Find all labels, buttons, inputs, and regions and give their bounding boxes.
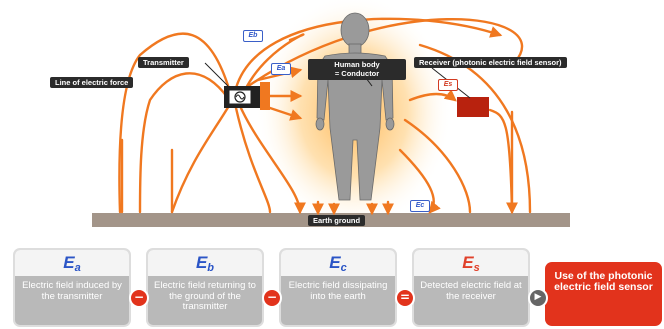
panel-es-symbol: Es xyxy=(414,250,528,276)
panel-es-text: Detected electric field at the receiver xyxy=(420,280,522,302)
field-line-receiver-loop xyxy=(488,108,514,214)
panel-ec: Ec Electric field dissipating into the e… xyxy=(279,248,397,327)
field-line-left-3 xyxy=(170,102,232,214)
human-body-figure xyxy=(315,12,395,201)
panel-ec-text: Electric field dissipating into the eart… xyxy=(288,280,388,302)
receiver-box xyxy=(457,97,489,117)
field-line-left-2 xyxy=(138,72,230,214)
field-diagram xyxy=(92,0,570,230)
badge-es: Es xyxy=(438,79,458,91)
field-line-right-outer xyxy=(418,43,532,214)
panel-es: Es Detected electric field at the receiv… xyxy=(412,248,530,327)
field-line-lower-2 xyxy=(234,106,272,214)
label-transmitter: Transmitter xyxy=(138,57,189,68)
label-earth-ground: Earth ground xyxy=(308,215,366,226)
label-human-body: Human body = Conductor xyxy=(308,59,406,80)
field-line-outer-left xyxy=(118,32,239,214)
operator-equals: = xyxy=(395,288,415,308)
field-line-receiver-in xyxy=(408,89,457,102)
operator-minus-1: − xyxy=(129,288,149,308)
field-line-body-ground-1 xyxy=(398,148,441,214)
label-receiver: Receiver (photonic electric field sensor… xyxy=(414,57,567,68)
badge-eb: Eb xyxy=(243,30,263,42)
panel-eb-text: Electric field returning to the ground o… xyxy=(154,280,256,312)
field-line-to-body-1 xyxy=(256,66,303,82)
field-line-top-3 xyxy=(238,18,524,94)
label-line-of-electric-force: Line of electric force xyxy=(50,77,134,88)
panel-ec-symbol: Ec xyxy=(281,250,395,276)
transmitter-device xyxy=(224,82,270,110)
badge-ea: Ea xyxy=(271,63,291,75)
operator-minus-2: − xyxy=(262,288,282,308)
operator-arrow: ▶ xyxy=(528,288,548,308)
panel-eb: Eb Electric field returning to the groun… xyxy=(146,248,264,327)
panel-ea-symbol: Ea xyxy=(15,250,129,276)
panel-ea-text: Electric field induced by the transmitte… xyxy=(22,280,122,302)
panel-ea: Ea Electric field induced by the transmi… xyxy=(13,248,131,327)
badge-ec: Ec xyxy=(410,200,430,212)
field-line-body-ground-2 xyxy=(403,118,472,214)
field-line-top-2 xyxy=(243,33,305,92)
leader-transmitter xyxy=(204,62,229,87)
result-box: Use of the photonic electric field senso… xyxy=(545,262,662,326)
field-line-lower-1 xyxy=(238,104,306,215)
panel-eb-symbol: Eb xyxy=(148,250,262,276)
